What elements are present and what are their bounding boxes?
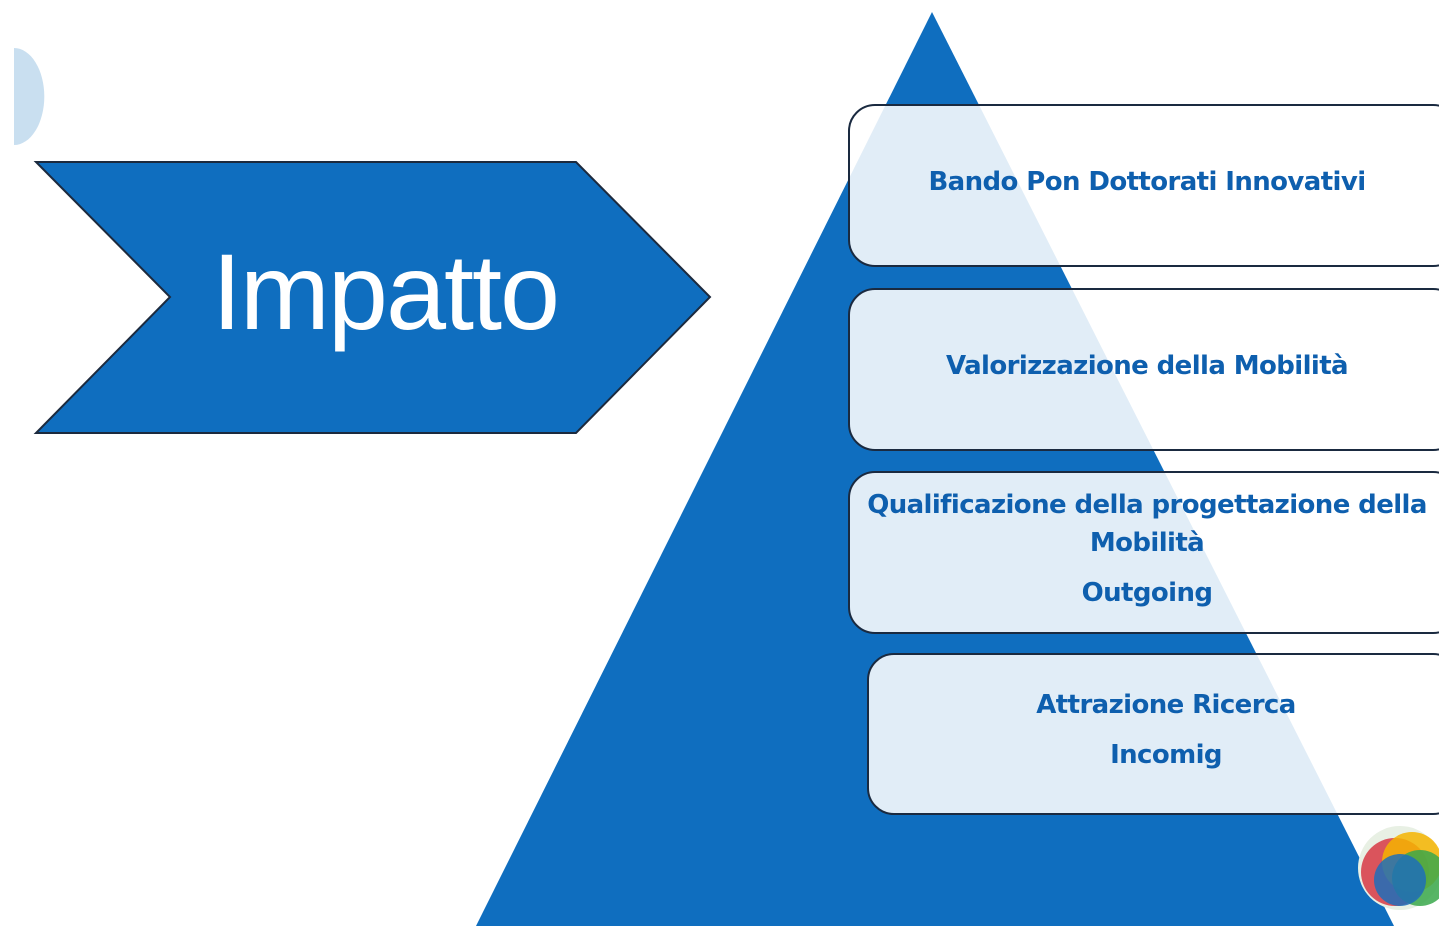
multicolor-circles-logo-icon bbox=[1358, 826, 1439, 910]
level-4-line-1: Attrazione Ricerca bbox=[1036, 690, 1296, 720]
level-3-line-1: Qualificazione della progettazione della bbox=[867, 490, 1427, 520]
decorative-half-circle bbox=[14, 48, 45, 145]
pyramid-level-box-2 bbox=[848, 288, 1439, 451]
level-2-text: Valorizzazione della Mobilità bbox=[849, 347, 1439, 385]
level-3-text: Qualificazione della progettazione della… bbox=[849, 486, 1439, 612]
chevron-title: Impatto bbox=[211, 231, 560, 352]
level-3-line-3: Outgoing bbox=[1081, 578, 1213, 608]
level-4-text: Attrazione Ricerca Incomig bbox=[868, 686, 1439, 774]
pyramid-level-box-1 bbox=[848, 104, 1439, 267]
pyramid-level-box-4 bbox=[867, 653, 1439, 815]
level-1-line-1: Bando Pon Dottorati Innovativi bbox=[928, 167, 1366, 197]
level-2-line-1: Valorizzazione della Mobilità bbox=[946, 351, 1349, 381]
level-1-text: Bando Pon Dottorati Innovativi bbox=[849, 163, 1439, 201]
pyramid-level-box-3 bbox=[848, 471, 1439, 634]
level-3-line-2: Mobilità bbox=[1089, 528, 1205, 558]
level-4-line-2: Incomig bbox=[1110, 740, 1222, 770]
impatto-chevron-arrow bbox=[33, 161, 712, 434]
